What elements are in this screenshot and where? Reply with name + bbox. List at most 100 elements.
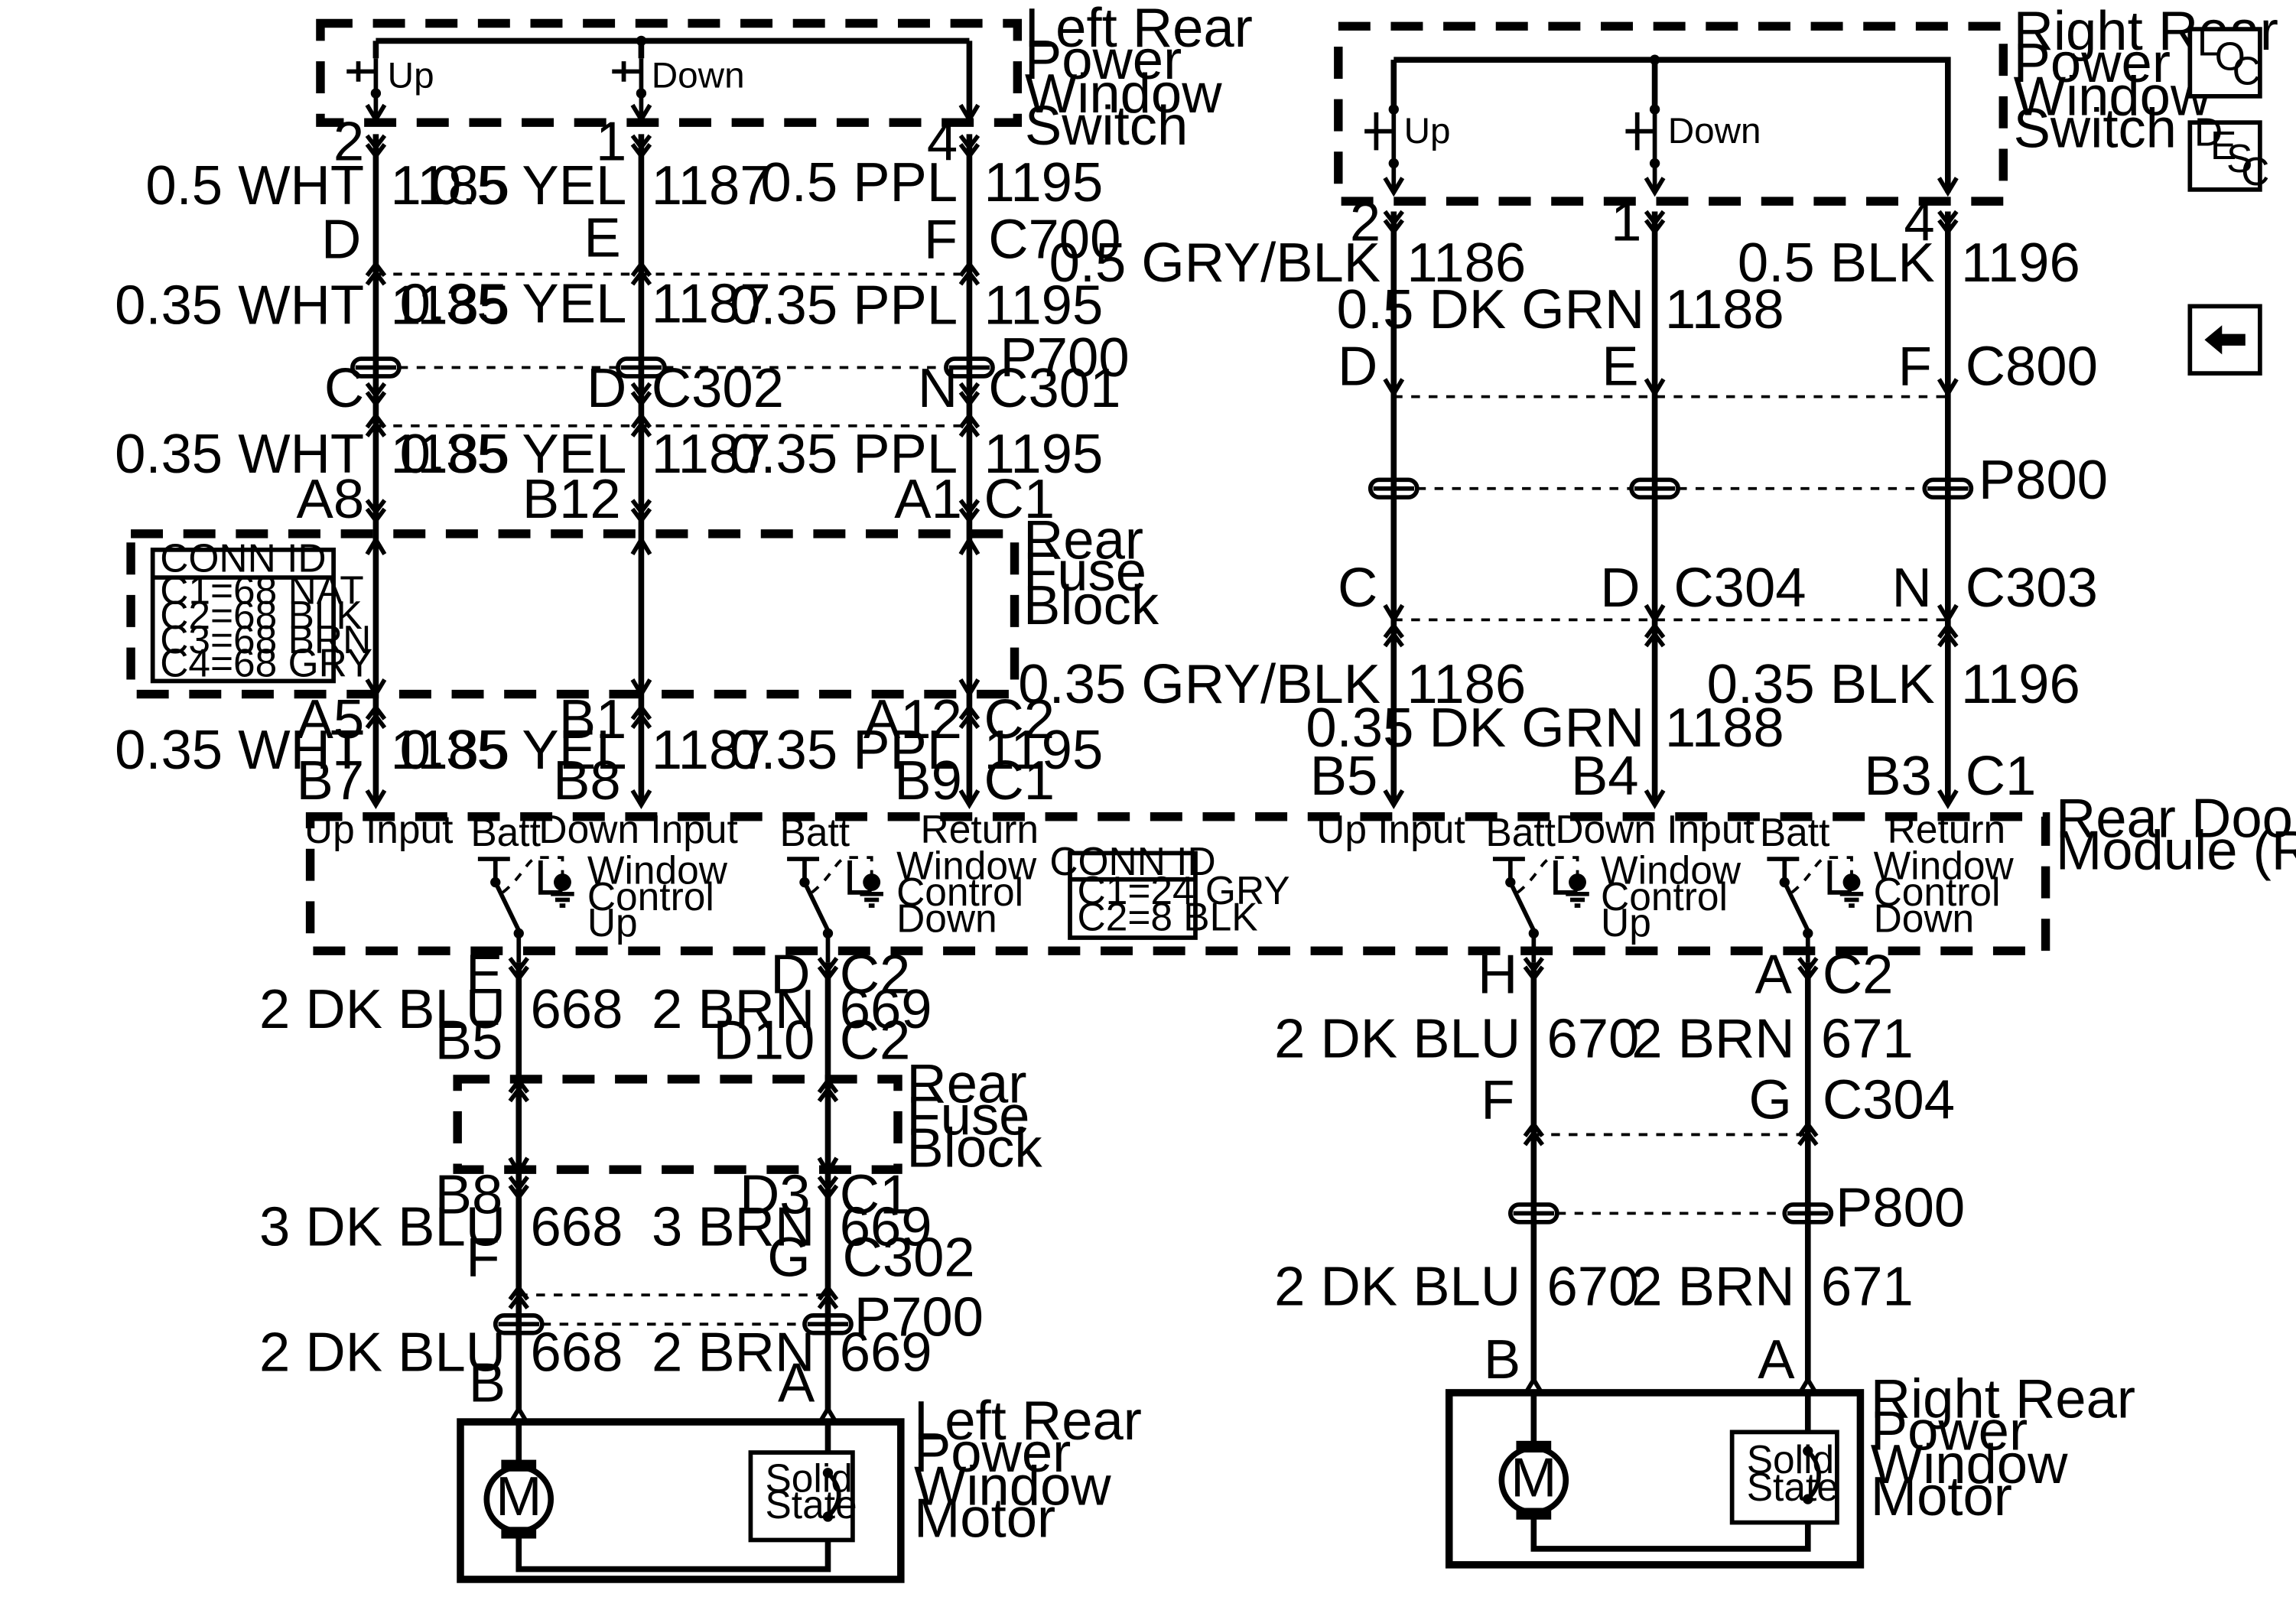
wire-color: 0.5 YEL xyxy=(431,154,626,216)
conn-id-row: C4=68 GRY xyxy=(160,641,372,685)
connector-id: C302 xyxy=(652,357,784,419)
passthrough-id: P700 xyxy=(1000,327,1129,389)
label: A1 xyxy=(894,468,962,530)
wire-color: 0.35 YEL xyxy=(400,423,627,485)
back-button[interactable] xyxy=(2187,304,2262,376)
left-rear-switch: Up Down Left Rear Power Window Switch xyxy=(316,0,1253,157)
circuit-number: 668 xyxy=(531,1321,623,1383)
circuit-number: 1196 xyxy=(1961,653,2080,715)
label: F xyxy=(1481,1068,1514,1130)
right-rear-motor: M Solid State Right Rear Power Window Mo… xyxy=(1445,1368,2135,1569)
label: D10 xyxy=(713,1009,815,1071)
circuit-number: 1195 xyxy=(984,423,1103,485)
right-wire-labels: 2 1 4 0.5 GRY/BLK 1186 0.5 DK GRN 1188 0… xyxy=(1018,191,2108,808)
circuit-number: 1187 xyxy=(652,154,771,216)
circuit-number: 671 xyxy=(1821,1255,1914,1317)
circuit-number: 1187 xyxy=(652,272,771,334)
relay-label: Window xyxy=(1601,847,1742,892)
wire-color: 3 DK BLU xyxy=(259,1195,506,1257)
passthrough-id: P800 xyxy=(1979,449,2108,511)
relay-label: Window xyxy=(896,844,1037,888)
rdm-down-input-right: Down Input xyxy=(1555,807,1754,851)
relay-label: Window xyxy=(587,847,728,892)
wire-color: 2 BRN xyxy=(652,1321,815,1383)
left-upper-wires xyxy=(353,134,993,805)
relay-label: Down xyxy=(1874,896,1975,940)
conn-id-rdm: CONN ID C1=24 GRY C2=8 BLK xyxy=(1049,839,1290,940)
wire-color: 0.35 WHT xyxy=(115,423,364,485)
desc-button[interactable]: D E S C xyxy=(2187,110,2269,194)
label: B9 xyxy=(894,750,962,812)
circuit-number: 1185 xyxy=(390,423,509,485)
rr-switch-name-4: Switch xyxy=(2014,98,2177,160)
switch-up-label: Up xyxy=(388,55,434,96)
label: D xyxy=(321,208,361,270)
passthrough-id: P700 xyxy=(854,1286,984,1348)
switch-up-label: Up xyxy=(1404,111,1451,151)
label: B7 xyxy=(297,750,365,812)
circuit-number: 1196 xyxy=(1961,232,2080,294)
left-wire-labels: 2 1 4 0.5 WHT 1185 0.5 YEL 1187 0.5 PPL … xyxy=(115,111,1130,812)
circuit-number: 1187 xyxy=(652,719,771,781)
passthrough-id: P800 xyxy=(1836,1177,1965,1239)
connector-id: C2 xyxy=(1823,943,1894,1005)
connector-id: C1 xyxy=(984,468,1055,530)
circuit-number: 1188 xyxy=(1665,697,1784,759)
label: F xyxy=(466,1226,499,1288)
connector-id: C1 xyxy=(1966,745,2037,807)
label: 4 xyxy=(1904,191,1934,253)
loc-button[interactable]: L O C xyxy=(2187,19,2262,99)
connector-id: C800 xyxy=(1966,335,2098,397)
fuse-block-name-2: Fuse xyxy=(1023,541,1146,603)
rdm-name-1: Rear Door xyxy=(2056,787,2296,849)
conn-id-row: C2=8 BLK xyxy=(1078,894,1258,938)
label: 4 xyxy=(927,111,958,173)
batt-label: Batt xyxy=(1485,810,1556,854)
label: B xyxy=(1484,1329,1520,1390)
conn-id-row: C2=68 BLK xyxy=(160,593,363,637)
circuit-number: 1195 xyxy=(984,151,1103,213)
connector-id: C2 xyxy=(840,943,911,1005)
circuit-number: 669 xyxy=(840,1321,932,1383)
back-arrow-icon xyxy=(2204,325,2246,355)
right-motor-wires xyxy=(1511,958,1831,1394)
connector-id: C301 xyxy=(988,357,1120,419)
desc-letter: C xyxy=(2241,149,2269,194)
circuit-number: 1195 xyxy=(984,719,1103,781)
label: B5 xyxy=(435,1009,503,1071)
wire-color: 0.5 GRY/BLK xyxy=(1049,232,1381,294)
wire-color: 0.35 PPL xyxy=(730,719,958,781)
rr-switch-name-3: Window xyxy=(2014,66,2211,128)
left-rear-motor: M Solid State Left Rear Power Window Mot… xyxy=(457,1390,1142,1583)
relay-window-control-up-right: Batt Window Control Up xyxy=(1485,810,1742,963)
circuit-number: 669 xyxy=(840,978,932,1040)
wire-color: 0.5 PPL xyxy=(760,151,958,213)
connector-id: C700 xyxy=(988,208,1120,270)
circuit-number: 1186 xyxy=(1407,232,1526,294)
rr-motor-name-4: Motor xyxy=(1871,1465,2012,1527)
circuit-number: 669 xyxy=(840,1195,932,1257)
circuit-number: 1185 xyxy=(390,274,509,336)
wire-color: 0.35 DK GRN xyxy=(1306,697,1644,759)
rr-switch-name-2: Power xyxy=(2014,32,2171,94)
circuit-number: 670 xyxy=(1546,1007,1639,1069)
conn-id-title: CONN ID xyxy=(160,535,326,580)
solid-state-label: Solid xyxy=(765,1456,852,1501)
rdm-name-2: Module (RDM) xyxy=(2056,819,2296,881)
wire-color: 2 DK BLU xyxy=(1274,1007,1520,1069)
wire-color: 2 DK BLU xyxy=(259,978,506,1040)
wire-color: 0.35 BLK xyxy=(1707,653,1935,715)
circuit-number: 1186 xyxy=(1407,653,1526,715)
batt-label: Batt xyxy=(470,810,541,854)
label: A xyxy=(1758,1329,1795,1390)
label: 1 xyxy=(596,111,626,173)
label: G xyxy=(767,1226,810,1288)
connector-id: C1 xyxy=(984,750,1055,812)
label: B8 xyxy=(553,750,621,812)
rr-motor-name-2: Power xyxy=(1871,1400,2028,1462)
label: B5 xyxy=(1310,745,1378,807)
circuit-number: 671 xyxy=(1821,1007,1914,1069)
label: D xyxy=(1338,335,1377,397)
label: B4 xyxy=(1571,745,1639,807)
